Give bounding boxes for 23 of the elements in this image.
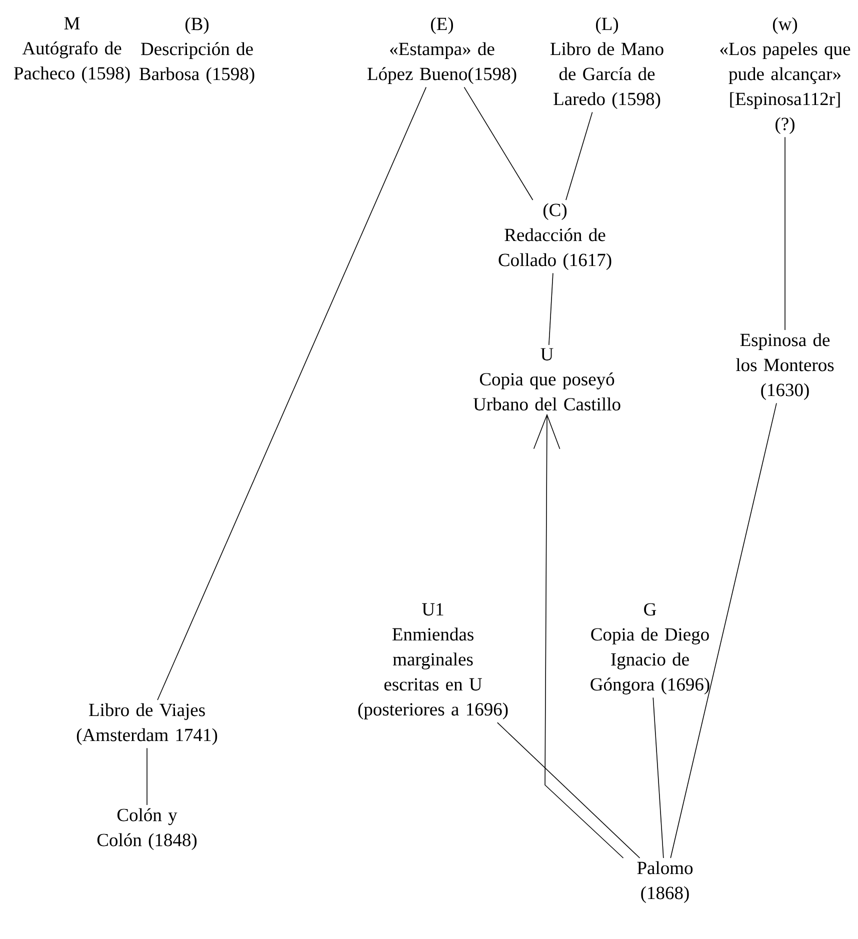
stemma-line	[670, 402, 777, 858]
stemma-line	[157, 86, 427, 700]
witness-label: Palomo (1868)	[637, 861, 693, 903]
stemma-line	[496, 722, 640, 858]
witness-label: G Copia de Diego Ignacio de Góngora (1696)	[590, 603, 710, 694]
witness-label: (w) «Los papeles que pude alcançar» [Espinosa112r] (?)	[720, 17, 850, 134]
stemma-line	[548, 272, 554, 346]
witness-label: Espinosa de los Monteros (1630)	[736, 333, 834, 400]
stemma-line	[566, 112, 593, 200]
stemma-line	[784, 136, 786, 330]
witness-label: U Copia que poseyó Urbano del Castillo	[473, 348, 620, 410]
witness-label: Colón y Colón (1848)	[97, 808, 197, 850]
stemma-line	[464, 86, 534, 200]
witness-label: Libro de Viajes (Amsterdam 1741)	[76, 703, 218, 745]
witness-label: (C) Redacción de Collado (1617)	[498, 203, 612, 270]
witness-label: (E) «Estampa» de López Bueno(1598)	[368, 17, 516, 84]
witness-label: M Autógrafo de Pacheco (1598)	[14, 17, 130, 84]
witness-label: (B) Descripción de Barbosa (1598)	[139, 17, 254, 84]
arrow	[533, 414, 624, 858]
witness-label: U1 Enmiendas marginales escritas en U (posteriores a 1696)	[358, 603, 508, 720]
witness-label: (L) Libro de Mano de García de Laredo (1598)	[550, 17, 664, 109]
stemma-line	[146, 748, 148, 806]
stemma-line	[652, 697, 664, 858]
